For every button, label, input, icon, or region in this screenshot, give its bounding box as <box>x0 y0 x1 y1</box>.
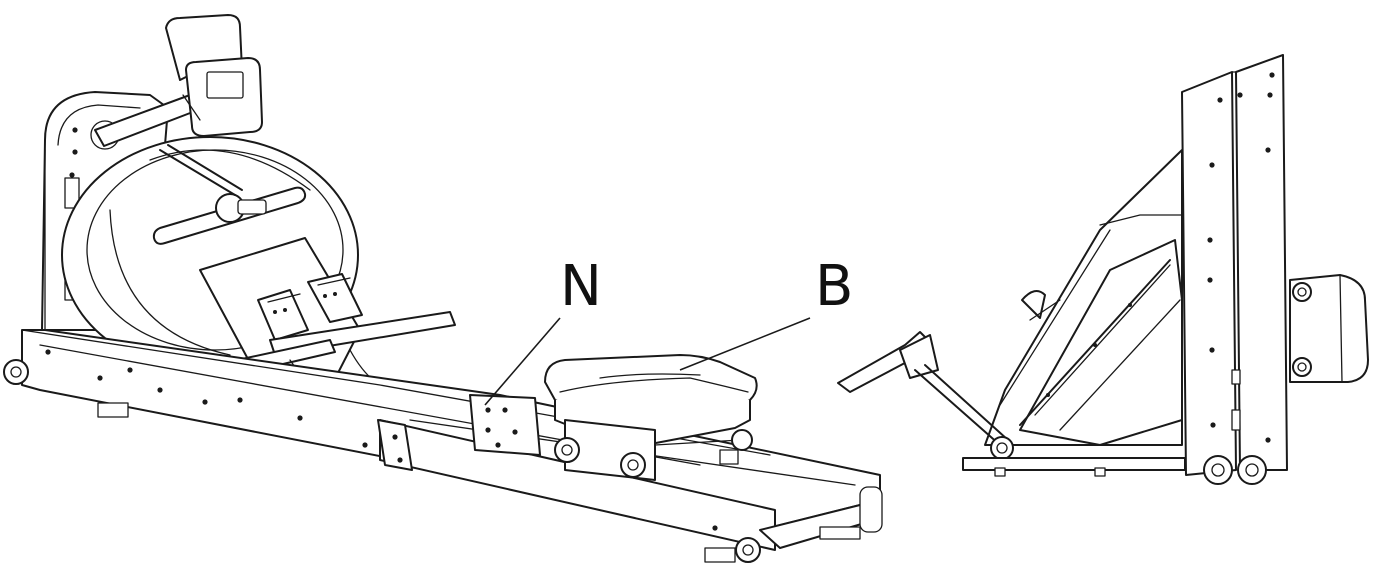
folded-base <box>962 369 1267 485</box>
folded-monitor-arm <box>837 331 1014 460</box>
callout-leaders <box>484 317 811 406</box>
folded-seat <box>1289 274 1369 383</box>
callout-label-n: N <box>560 254 602 319</box>
footrest-assembly <box>199 237 456 413</box>
main-rail <box>3 329 883 563</box>
callout-label-b: B <box>815 254 853 319</box>
handle-bar <box>152 144 307 245</box>
seat-carriage <box>469 354 758 481</box>
folded-rower-view <box>837 54 1369 485</box>
folded-upright-rails <box>1181 54 1288 476</box>
rail-bolts <box>45 349 718 531</box>
folded-tank <box>984 149 1183 446</box>
monitor-assembly <box>94 14 263 147</box>
assembled-rower-view <box>3 14 883 563</box>
